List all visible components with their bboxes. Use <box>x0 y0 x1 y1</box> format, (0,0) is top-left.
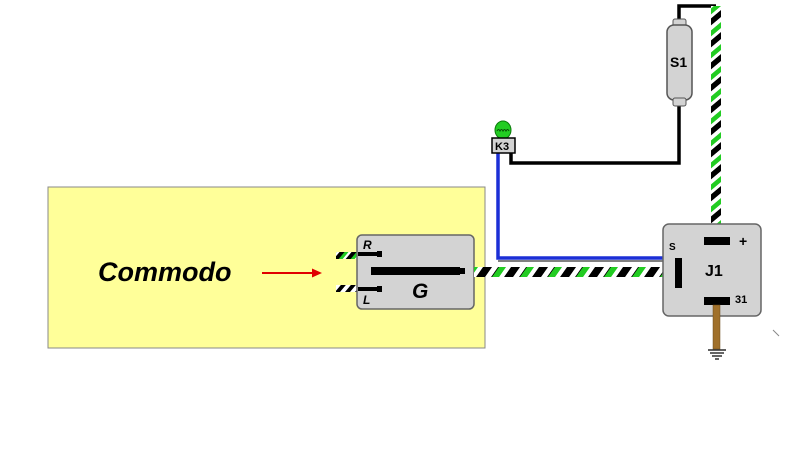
wire-r <box>336 252 360 259</box>
k3-body <box>491 137 516 154</box>
s1-cap-bottom <box>672 97 687 107</box>
wire-black-k3-to-s1 <box>509 104 681 165</box>
s1-label: S1 <box>670 54 687 70</box>
switch-g-pin-r-label: R <box>363 238 372 252</box>
wire-striped-vertical <box>711 6 721 232</box>
wire-s1-top <box>677 4 716 22</box>
wire-blue-k3-to-j1 <box>496 153 678 264</box>
relay-j1-plus-terminal <box>704 237 730 245</box>
relay-j1-pin-s-label: S <box>669 242 676 253</box>
relay-j1-s-terminal <box>675 258 682 288</box>
ground-wire <box>712 304 721 350</box>
k3-lamp-filament <box>496 129 510 133</box>
wire-l <box>336 285 360 292</box>
switch-g-pin-r-contact <box>358 252 378 256</box>
switch-g-pin-l-stub <box>377 286 382 292</box>
commodo-arrow-head <box>312 268 322 278</box>
relay-j1-pin-plus-label: + <box>739 233 747 249</box>
wire-g-to-j1 <box>474 267 674 277</box>
edge-tick <box>772 329 780 337</box>
relay-j1-pin-31-label: 31 <box>735 294 747 306</box>
relay-j1-label: J1 <box>705 263 723 280</box>
k3-label: K3 <box>495 141 509 153</box>
switch-g-pin-l-label: L <box>363 293 370 307</box>
relay-j1-body <box>662 223 762 317</box>
switch-g-pin-r-stub <box>377 251 382 257</box>
switch-g-label: G <box>412 280 428 303</box>
switch-g-pin-l-contact <box>358 287 378 291</box>
switch-g-lever-tip <box>455 268 465 274</box>
switch-g-lever <box>371 267 460 275</box>
relay-j1-31-terminal <box>704 297 730 305</box>
commodo-label: Commodo <box>98 257 231 287</box>
